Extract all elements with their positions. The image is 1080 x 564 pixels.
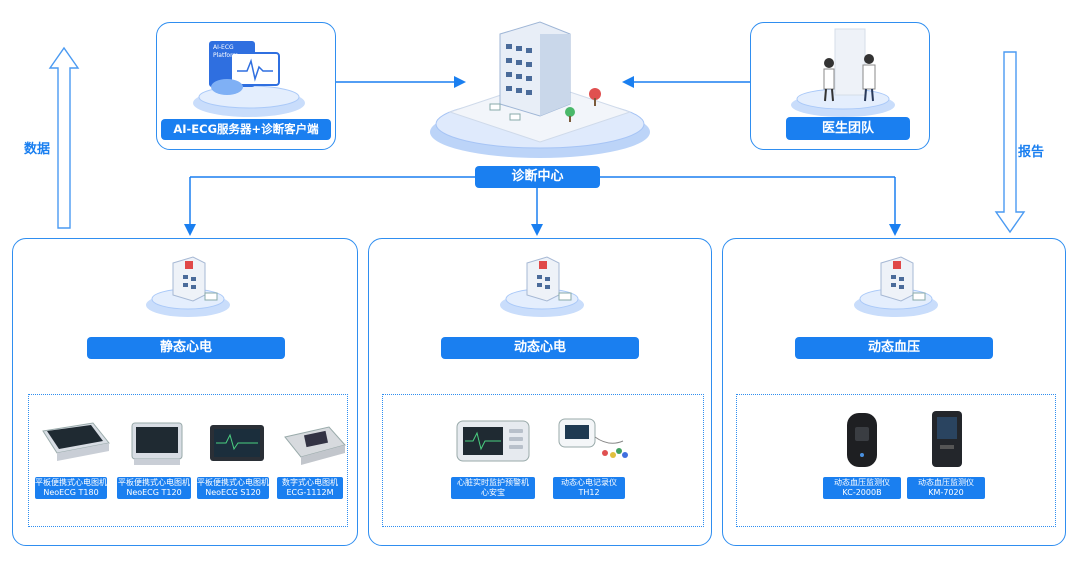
device-label-xinanbao: 心脏实时监护预警机 心安宝: [451, 477, 535, 499]
server-card: AI-ECG Platform AI-ECG服务器+诊断客户端: [156, 22, 336, 150]
holter-th12-image: [558, 418, 628, 458]
heart-monitor-image: [456, 420, 530, 462]
report-label: 报告: [1018, 145, 1045, 160]
section-dynamic-ecg: 动态心电 心脏实时监护预警机 心安宝 动态心电记录仪 TH12: [368, 238, 712, 546]
platform-illustration: [193, 41, 305, 117]
center-label: 诊断中心: [475, 166, 600, 188]
report-down-arrow: [994, 51, 1026, 234]
device-label-s120: 平板便携式心电图机 NeoECG S120: [197, 477, 269, 499]
platform-text-2: Platform: [213, 52, 239, 59]
device-box: 心脏实时监护预警机 心安宝 动态心电记录仪 TH12: [382, 394, 704, 527]
tablet-ecg-t120-image: [131, 422, 183, 465]
doctors-illustration: [791, 28, 895, 117]
digital-ecg-image: [284, 426, 346, 465]
section-title: 静态心电: [87, 337, 285, 359]
server-label: AI-ECG服务器+诊断客户端: [161, 119, 331, 140]
bp-monitor-km7020-image: [932, 411, 962, 467]
device-label-kc2000b: 动态血压监测仪 KC-2000B: [823, 477, 901, 499]
data-label: 数据: [24, 142, 51, 157]
platform-text-1: AI-ECG: [213, 44, 234, 51]
device-label-km7020: 动态血压监测仪 KM-7020: [907, 477, 985, 499]
section-static-ecg: 静态心电 平板便携式心电图机 NeoECG T180 平板便携式心电图: [12, 238, 358, 546]
bp-monitor-kc2000b-image: [847, 413, 877, 467]
device-box: 平板便携式心电图机 NeoECG T180 平板便携式心电图机 NeoECG T…: [28, 394, 348, 527]
section-title: 动态心电: [441, 337, 639, 359]
hospital-illustration: [430, 21, 650, 158]
tablet-ecg-s120-image: [210, 425, 264, 461]
section-ambulatory-bp: 动态血压 动态血压监测仪 KC-2000B 动态血压监测仪 KM-7020: [722, 238, 1066, 546]
clinic-icon: [146, 256, 230, 317]
device-label-ecg1112m: 数字式心电图机 ECG-1112M: [277, 477, 343, 499]
data-up-arrow: [48, 46, 80, 229]
team-label: 医生团队: [786, 117, 910, 140]
device-box: 动态血压监测仪 KC-2000B 动态血压监测仪 KM-7020: [736, 394, 1056, 527]
device-label-t120: 平板便携式心电图机 NeoECG T120: [117, 477, 191, 499]
device-label-t180: 平板便携式心电图机 NeoECG T180: [35, 477, 107, 499]
clinic-icon: [854, 256, 938, 317]
tablet-ecg-t180-image: [42, 422, 110, 461]
team-card: 医生团队: [750, 22, 930, 150]
device-label-th12: 动态心电记录仪 TH12: [553, 477, 625, 499]
section-title: 动态血压: [795, 337, 993, 359]
clinic-icon: [500, 256, 584, 317]
